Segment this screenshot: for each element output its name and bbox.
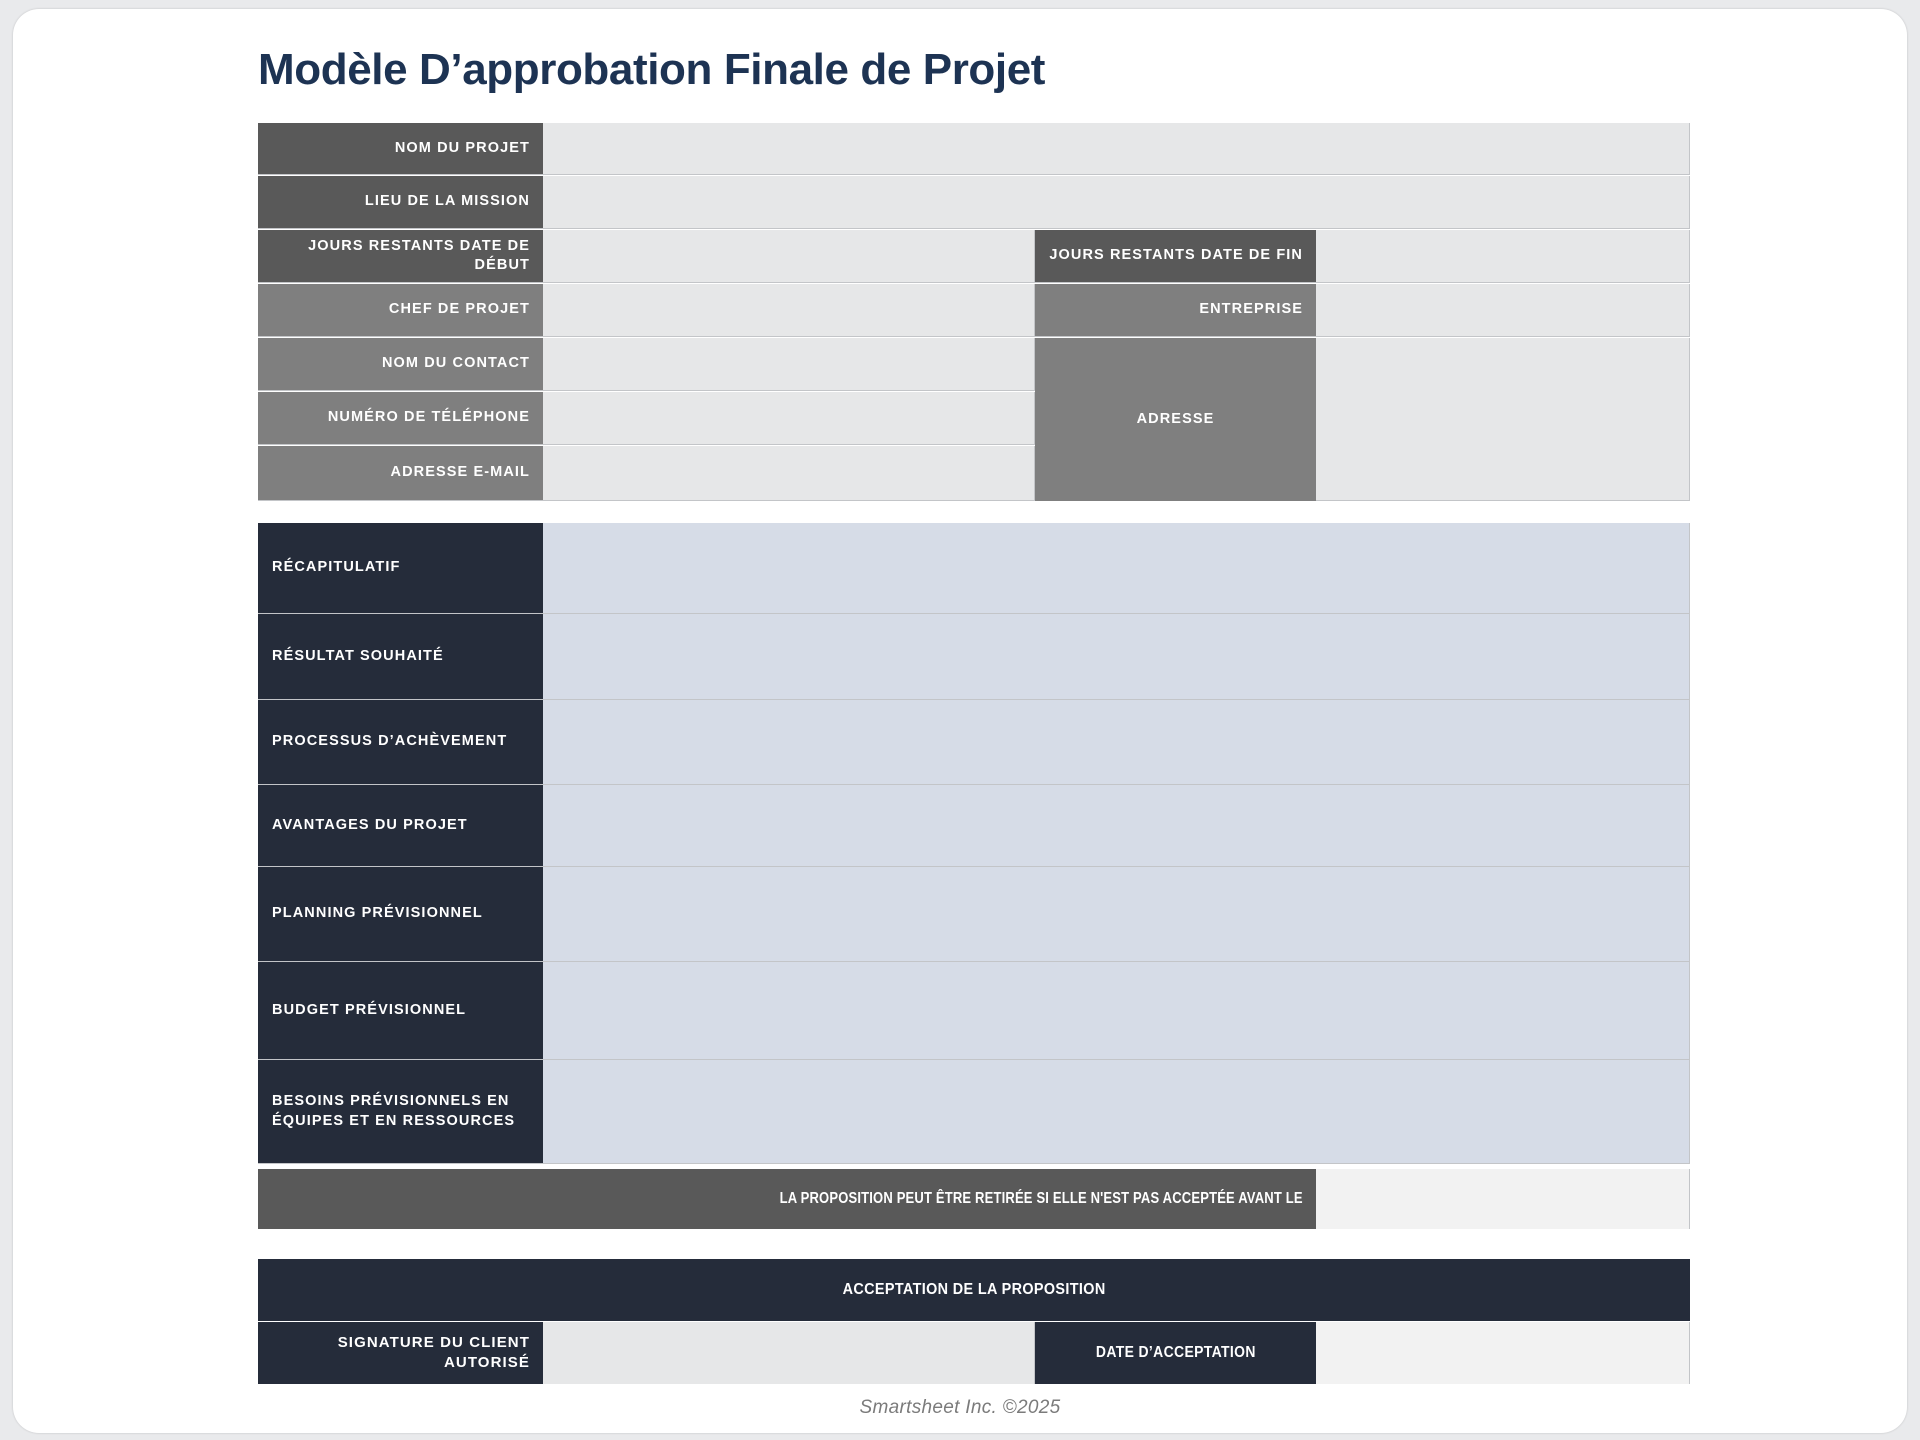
retraction-text: LA PROPOSITION PEUT ÊTRE RETIRÉE SI ELLE…	[779, 1189, 1303, 1207]
label-entreprise: ENTREPRISE	[1035, 284, 1316, 337]
label-besoins-previsionnels: BESOINS PRÉVISIONNELS EN ÉQUIPES ET EN R…	[258, 1060, 543, 1164]
input-processus-d-achevement[interactable]	[543, 700, 1690, 785]
input-lieu-de-la-mission[interactable]	[543, 176, 1690, 229]
date-acceptation-text: DATE D’ACCEPTATION	[1095, 1343, 1256, 1361]
input-entreprise[interactable]	[1316, 284, 1690, 337]
label-adresse-e-mail: ADRESSE E-MAIL	[258, 446, 543, 501]
input-chef-de-projet[interactable]	[543, 284, 1035, 337]
input-signature-du-client[interactable]	[543, 1322, 1035, 1384]
label-avantages-du-projet: AVANTAGES DU PROJET	[258, 785, 543, 867]
label-signature-du-client-autorise: SIGNATURE DU CLIENT AUTORISÉ	[258, 1322, 543, 1384]
label-planning-previsionnel: PLANNING PRÉVISIONNEL	[258, 867, 543, 962]
label-nom-du-projet: NOM DU PROJET	[258, 123, 543, 175]
label-resultat-souhaite: RÉSULTAT SOUHAITÉ	[258, 614, 543, 700]
label-budget-previsionnel: BUDGET PRÉVISIONNEL	[258, 962, 543, 1060]
label-nom-du-contact: NOM DU CONTACT	[258, 338, 543, 391]
input-recapitulatif[interactable]	[543, 523, 1690, 614]
label-jours-restants-date-de-fin: JOURS RESTANTS DATE DE FIN	[1035, 230, 1316, 283]
page-card: Modèle D’approbation Finale de Projet NO…	[13, 9, 1907, 1433]
footer-copyright: Smartsheet Inc. ©2025	[859, 1397, 1061, 1418]
acceptance-header-text: ACCEPTATION DE LA PROPOSITION	[842, 1281, 1106, 1299]
input-nom-du-contact[interactable]	[543, 338, 1035, 391]
input-proposition-date[interactable]	[1316, 1169, 1690, 1229]
input-avantages-du-projet[interactable]	[543, 785, 1690, 867]
label-proposition-retiree: LA PROPOSITION PEUT ÊTRE RETIRÉE SI ELLE…	[258, 1169, 1316, 1229]
input-jours-restants-date-de-debut[interactable]	[543, 230, 1035, 283]
input-date-d-acceptation[interactable]	[1316, 1322, 1690, 1384]
label-chef-de-projet: CHEF DE PROJET	[258, 284, 543, 337]
input-nom-du-projet[interactable]	[543, 123, 1690, 175]
label-recapitulatif: RÉCAPITULATIF	[258, 523, 543, 614]
label-jours-restants-date-de-debut: JOURS RESTANTS DATE DE DÉBUT	[258, 230, 543, 283]
input-adresse[interactable]	[1316, 338, 1690, 501]
input-besoins-previsionnels[interactable]	[543, 1060, 1690, 1164]
label-lieu-de-la-mission: LIEU DE LA MISSION	[258, 176, 543, 229]
input-numero-de-telephone[interactable]	[543, 392, 1035, 445]
label-adresse: ADRESSE	[1035, 338, 1316, 501]
input-resultat-souhaite[interactable]	[543, 614, 1690, 700]
input-jours-restants-date-de-fin[interactable]	[1316, 230, 1690, 283]
label-numero-de-telephone: NUMÉRO DE TÉLÉPHONE	[258, 392, 543, 445]
input-budget-previsionnel[interactable]	[543, 962, 1690, 1060]
document-sheet: Modèle D’approbation Finale de Projet NO…	[13, 9, 1907, 1433]
input-adresse-e-mail[interactable]	[543, 446, 1035, 501]
input-planning-previsionnel[interactable]	[543, 867, 1690, 962]
label-date-d-acceptation: DATE D’ACCEPTATION	[1035, 1322, 1316, 1384]
label-processus-d-achevement: PROCESSUS D’ACHÈVEMENT	[258, 700, 543, 785]
header-acceptation-de-la-proposition: ACCEPTATION DE LA PROPOSITION	[258, 1259, 1690, 1321]
page-title: Modèle D’approbation Finale de Projet	[258, 45, 1046, 94]
